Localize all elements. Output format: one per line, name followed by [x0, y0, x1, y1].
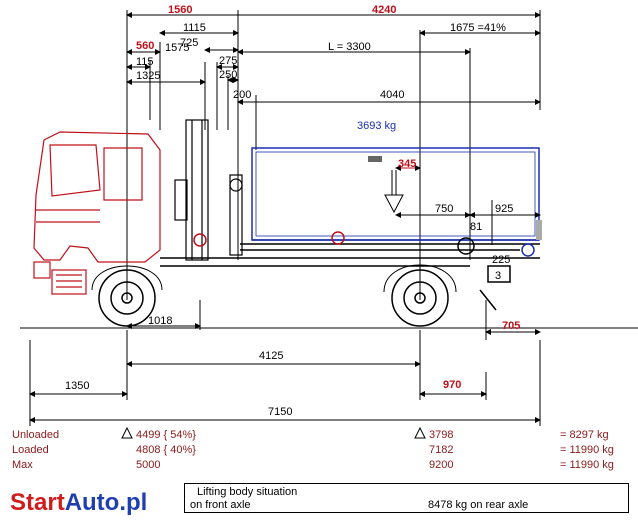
rear-axle-marker [414, 426, 426, 439]
load-weight: 3693 kg [357, 120, 397, 132]
lifting-rear: 8478 kg on rear axle [428, 499, 529, 511]
dim-1115: 1115 [183, 22, 206, 34]
dim-1575: 1575 [165, 42, 190, 54]
rear-loaded: 7182 [429, 444, 454, 456]
body-marker [368, 156, 382, 162]
lifting-title: Lifting body situation [197, 486, 298, 498]
dim-275: 275 [219, 55, 238, 67]
crane-arm [174, 119, 243, 261]
dim-81: 81 [470, 221, 483, 233]
dim-705: 705 [502, 320, 521, 332]
dim-750: 750 [435, 203, 454, 215]
body-dimensions [395, 200, 541, 245]
row-label-max: Max [12, 459, 33, 471]
row-label-loaded: Loaded [12, 444, 49, 456]
dim-length: L = 3300 [328, 41, 371, 53]
row-label-unloaded: Unloaded [12, 429, 60, 441]
dim-1560: 1560 [168, 4, 193, 16]
rear-max: 9200 [429, 459, 454, 471]
total-unloaded: = 8297 kg [560, 429, 609, 441]
dim-250: 250 [219, 69, 238, 81]
dim-725: 725 [180, 37, 199, 49]
dim-7150: 7150 [268, 406, 293, 418]
dim-1675: 1675 =41% [450, 22, 506, 34]
dim-225: 225 [492, 254, 511, 266]
rear-wheel [391, 269, 449, 327]
body-rear-marker [536, 220, 542, 240]
dim-3: 3 [495, 270, 502, 282]
dim-200: 200 [233, 89, 252, 101]
truck-cab [33, 131, 161, 295]
lifting-situation-box [184, 483, 629, 513]
container-body [251, 147, 540, 241]
logo-auto: Auto.pl [64, 489, 148, 516]
front-loaded: 4808 { 40%} [136, 444, 196, 456]
front-axle-marker [121, 426, 133, 439]
rear-unloaded: 3798 [429, 429, 454, 441]
bottom-dimensions [29, 300, 541, 426]
dim-4040: 4040 [380, 89, 405, 101]
lifting-front: on front axle [190, 499, 251, 511]
front-unloaded: 4499 { 54%} [136, 429, 196, 441]
dim-1018: 1018 [148, 315, 173, 327]
dim-925: 925 [495, 203, 514, 215]
load-arrow [384, 165, 421, 214]
dim-4240: 4240 [372, 4, 397, 16]
total-max: = 11990 kg [560, 459, 614, 471]
logo-start: Start [10, 489, 65, 516]
dim-4125: 4125 [259, 350, 284, 362]
dim-345: 345 [398, 158, 417, 170]
dim-1325: 1325 [136, 70, 161, 82]
top-dimensions [126, 10, 541, 300]
fenders [91, 264, 457, 293]
dim-560: 560 [136, 40, 155, 52]
dim-970: 970 [443, 379, 462, 391]
dim-115: 115 [136, 56, 154, 68]
dim-1350: 1350 [65, 380, 90, 392]
front-max: 5000 [136, 459, 161, 471]
startauto-logo: StartAuto.pl [10, 489, 147, 517]
total-loaded: = 11990 kg [560, 444, 614, 456]
chassis-frame [160, 231, 540, 311]
